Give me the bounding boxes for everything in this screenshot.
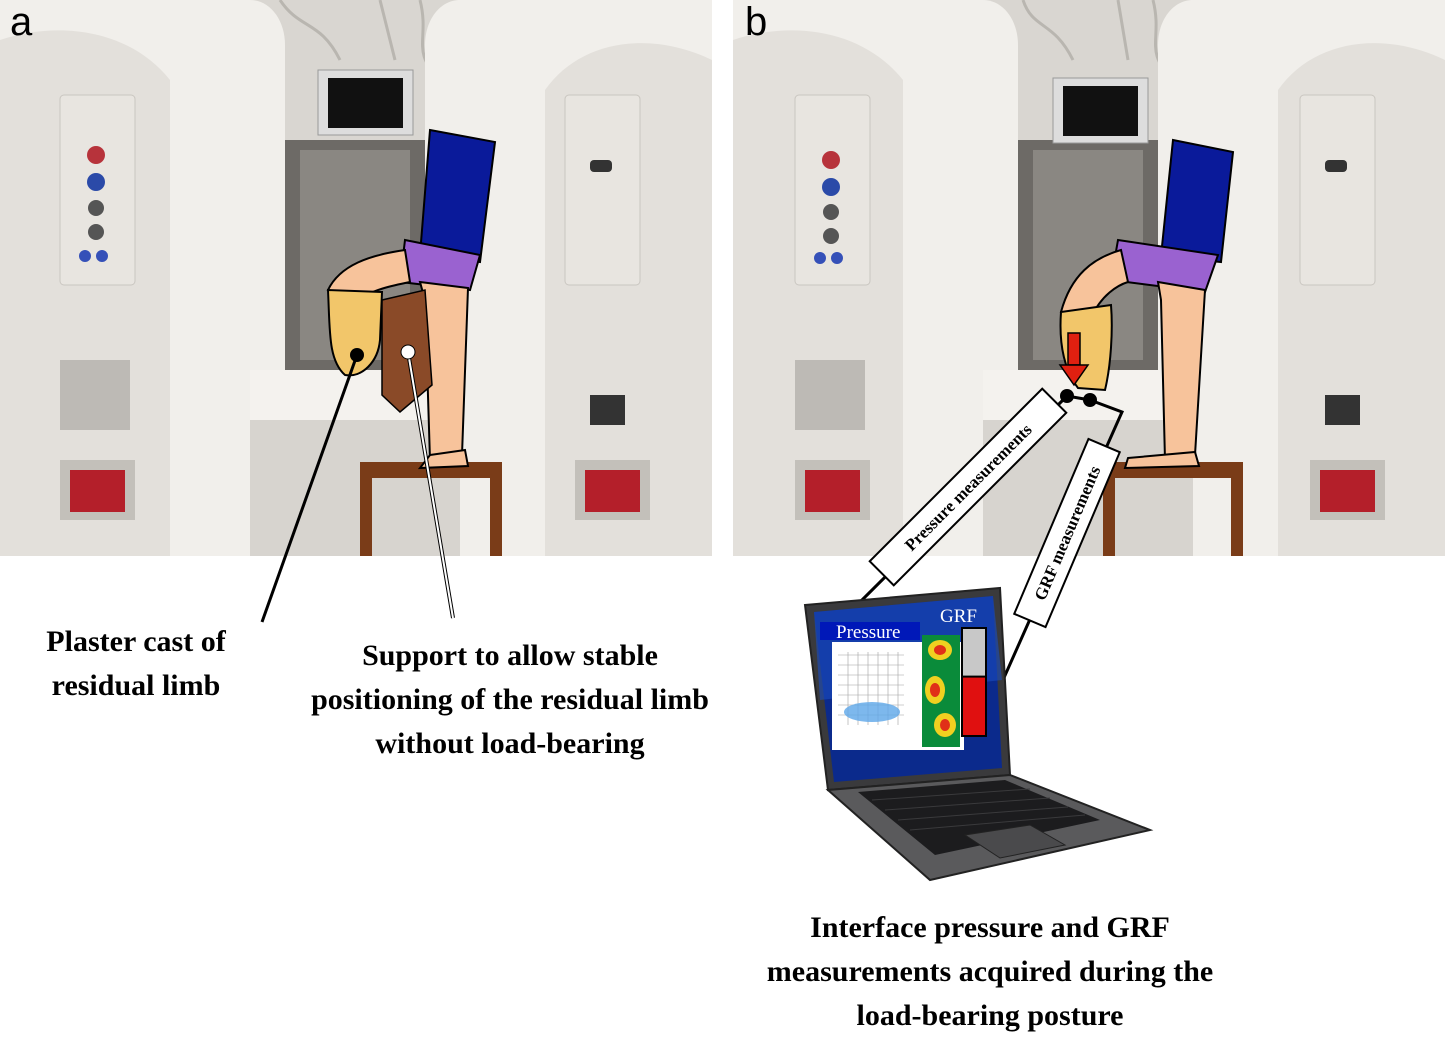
plaster-cast-leader-dot xyxy=(350,348,364,362)
support-caption: Support to allow stable positioning of t… xyxy=(311,639,709,760)
force-arrow xyxy=(1058,332,1090,387)
panel-a-photo xyxy=(0,0,712,556)
support-leader-dot xyxy=(400,344,416,360)
grf-measurements-box: GRF measurements xyxy=(1012,437,1122,629)
screen-pressure-header xyxy=(820,622,920,640)
panel-letter-a: a xyxy=(10,0,33,44)
plaster-cast-caption: Plaster cast of residual limb xyxy=(46,625,226,702)
pressure-measurements-label: Pressure measurements xyxy=(901,420,1036,555)
screen-pressure-label: Pressure xyxy=(836,622,900,643)
laptop: Pressure GRF xyxy=(803,586,1154,882)
interface-measurements-caption: Interface pressure and GRF measurements … xyxy=(766,911,1214,1032)
plaster-cast-leader-line xyxy=(260,354,359,623)
support-leader-line xyxy=(407,351,454,619)
grf-bar-fill xyxy=(961,675,987,737)
pressure-measurements-box: Pressure measurements xyxy=(868,387,1068,587)
grf-measurements-label: GRF measurements xyxy=(1031,463,1105,603)
panel-b-photo xyxy=(733,0,1445,556)
panel-letter-b: b xyxy=(745,0,768,44)
screen-grf-label: GRF xyxy=(940,606,977,627)
